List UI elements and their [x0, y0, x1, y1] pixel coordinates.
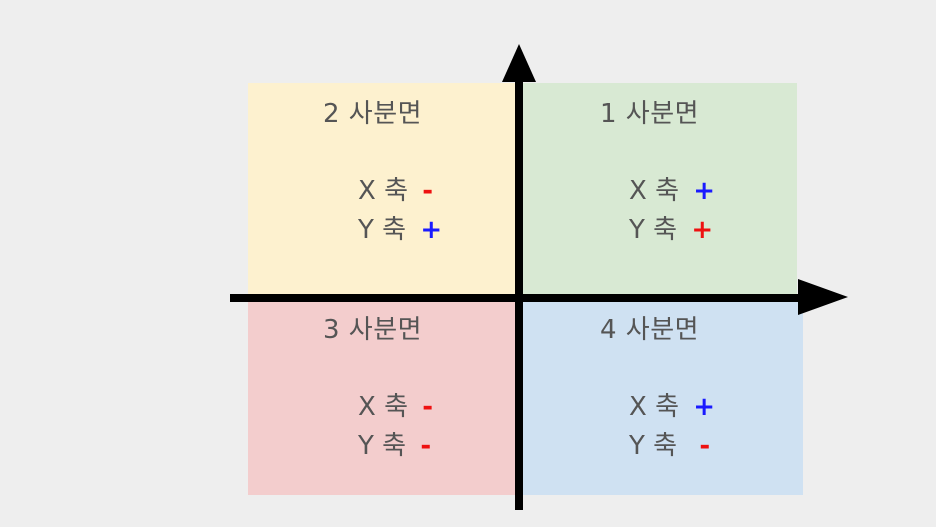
- quadrant-3-x-row: X 축 -: [358, 386, 433, 423]
- quadrant-1-title: 1 사분면: [600, 99, 700, 129]
- minus-sign-icon: -: [422, 392, 434, 422]
- minus-sign-icon: -: [420, 431, 432, 461]
- quadrant-1-y-row: Y 축 +: [629, 209, 713, 246]
- plus-sign-icon: +: [691, 215, 714, 245]
- y-axis-label: Y 축: [629, 215, 678, 245]
- quadrant-1-x-row: X 축 +: [629, 170, 715, 207]
- plus-sign-icon: +: [693, 176, 716, 206]
- quadrant-2-title: 2 사분면: [323, 99, 423, 129]
- quadrant-3-y-row: Y 축 -: [358, 425, 431, 462]
- x-axis-label: X 축: [629, 176, 679, 206]
- x-axis-label: X 축: [629, 392, 679, 422]
- x-axis-line: [230, 294, 802, 302]
- x-axis-arrow-icon: [798, 279, 848, 315]
- quadrant-4: 4 사분면 X 축 + Y 축 -: [522, 299, 803, 495]
- quadrant-2-x-row: X 축 -: [358, 170, 433, 207]
- minus-sign-icon: -: [422, 176, 434, 206]
- quadrant-3-title: 3 사분면: [323, 315, 423, 345]
- y-axis-label: Y 축: [629, 431, 678, 461]
- y-axis-line: [515, 72, 523, 510]
- quadrant-3: 3 사분면 X 축 - Y 축 -: [248, 299, 516, 495]
- quadrant-4-x-row: X 축 +: [629, 386, 715, 423]
- quadrant-4-y-row: Y 축 -: [629, 425, 710, 462]
- quadrant-4-title: 4 사분면: [600, 315, 700, 345]
- quadrant-2-y-row: Y 축 +: [358, 209, 442, 246]
- minus-sign-icon: -: [699, 431, 711, 461]
- plus-sign-icon: +: [693, 392, 716, 422]
- x-axis-label: X 축: [358, 176, 408, 206]
- quadrant-2: 2 사분면 X 축 - Y 축 +: [248, 83, 516, 297]
- quadrant-1: 1 사분면 X 축 + Y 축 +: [522, 83, 797, 297]
- y-axis-label: Y 축: [358, 215, 407, 245]
- x-axis-label: X 축: [358, 392, 408, 422]
- y-axis-arrow-icon: [502, 44, 536, 82]
- y-axis-label: Y 축: [358, 431, 407, 461]
- plus-sign-icon: +: [420, 215, 443, 245]
